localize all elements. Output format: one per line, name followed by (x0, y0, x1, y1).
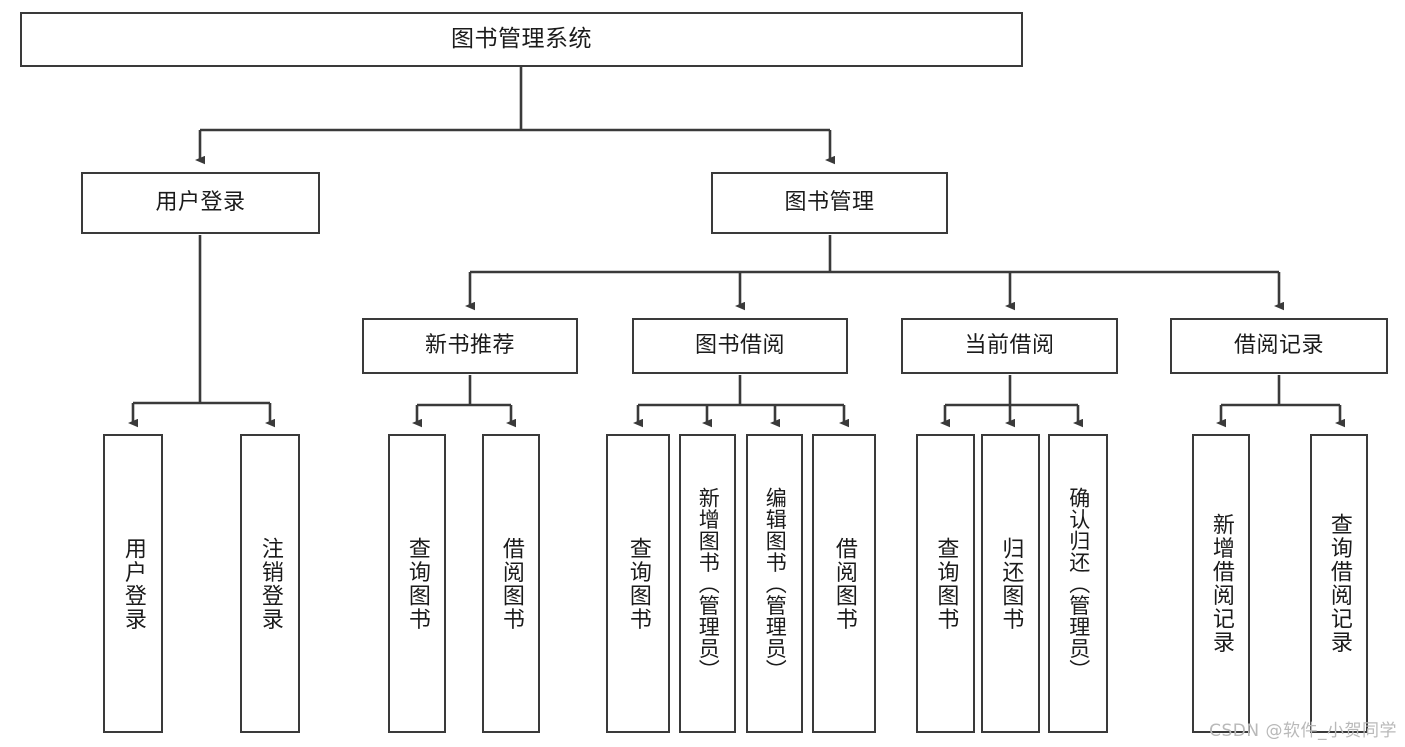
node-label: 新增借阅记录 (1208, 513, 1234, 654)
node-current-borrow[interactable]: 当前借阅 (901, 318, 1118, 374)
node-leaf-add-book-admin[interactable]: 新增图书（管理员） (679, 434, 736, 733)
node-book-borrow[interactable]: 图书借阅 (632, 318, 848, 374)
node-leaf-user-logout[interactable]: 注销登录 (240, 434, 300, 733)
node-label: 借阅图书 (498, 536, 524, 631)
node-label: 查询借阅记录 (1326, 513, 1352, 654)
node-leaf-borrow-book[interactable]: 借阅图书 (812, 434, 876, 733)
node-leaf-add-borrow-record[interactable]: 新增借阅记录 (1192, 434, 1250, 733)
node-label: 用户登录 (155, 190, 246, 216)
node-label: 当前借阅 (964, 333, 1055, 359)
node-label: 图书管理 (784, 190, 875, 216)
node-label: 新书推荐 (424, 333, 515, 359)
node-leaf-edit-book-admin[interactable]: 编辑图书（管理员） (746, 434, 803, 733)
node-label: 确认归还（管理员） (1066, 486, 1091, 681)
node-book-management[interactable]: 图书管理 (711, 172, 948, 234)
node-label: 查询图书 (933, 536, 959, 631)
node-leaf-borrow-book-recommend[interactable]: 借阅图书 (482, 434, 540, 733)
node-label: 查询图书 (625, 536, 651, 631)
node-label: 归还图书 (998, 536, 1024, 631)
node-leaf-confirm-return-admin[interactable]: 确认归还（管理员） (1048, 434, 1108, 733)
node-leaf-query-borrow-record[interactable]: 查询借阅记录 (1310, 434, 1368, 733)
node-leaf-user-login[interactable]: 用户登录 (103, 434, 163, 733)
node-label: 新增图书（管理员） (696, 486, 721, 681)
node-leaf-query-book-current[interactable]: 查询图书 (916, 434, 975, 733)
node-root-system[interactable]: 图书管理系统 (20, 12, 1023, 67)
node-leaf-return-book[interactable]: 归还图书 (981, 434, 1040, 733)
node-new-book-recommend[interactable]: 新书推荐 (362, 318, 578, 374)
node-label: 注销登录 (257, 536, 283, 631)
node-label: 图书管理系统 (451, 26, 592, 53)
node-leaf-query-book-borrow[interactable]: 查询图书 (606, 434, 670, 733)
node-label: 借阅图书 (831, 536, 857, 631)
node-label: 借阅记录 (1233, 333, 1324, 359)
node-label: 图书借阅 (694, 333, 785, 359)
node-borrow-record[interactable]: 借阅记录 (1170, 318, 1388, 374)
node-label: 编辑图书（管理员） (763, 486, 788, 681)
watermark-text: CSDN @软件_小贺同学 (1209, 721, 1397, 741)
node-label: 用户登录 (120, 536, 146, 631)
node-label: 查询图书 (404, 536, 430, 631)
node-user-login[interactable]: 用户登录 (81, 172, 320, 234)
node-leaf-query-book-recommend[interactable]: 查询图书 (388, 434, 446, 733)
